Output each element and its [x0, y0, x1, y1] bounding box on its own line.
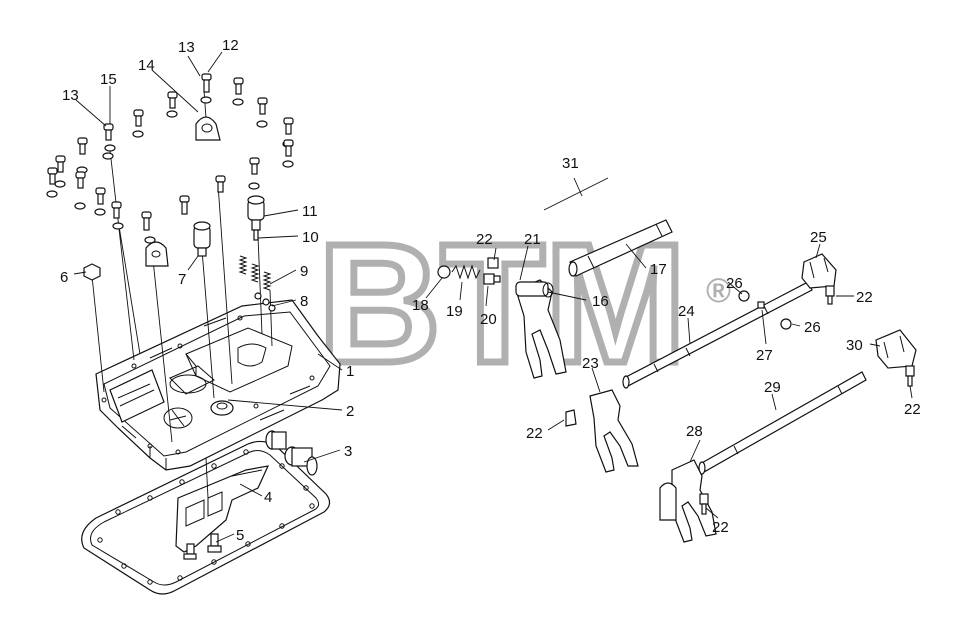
callout-16: 16 — [592, 293, 609, 310]
part-small-bolt — [183, 533, 222, 560]
part-shift-fork-lower — [659, 459, 717, 543]
part-plug — [265, 430, 318, 476]
part-springs — [238, 255, 276, 312]
part-shift-cover — [95, 299, 341, 471]
callout-20: 20 — [480, 311, 497, 328]
part-lifting-eye — [195, 116, 221, 141]
part-shift-rail-lower — [698, 371, 867, 475]
callout-leaders — [73, 51, 913, 543]
callout-22-block-lower: 22 — [904, 401, 921, 418]
part-shift-block-lower — [875, 329, 917, 387]
callout-14: 14 — [138, 57, 155, 74]
callout-22-block-upper: 22 — [856, 289, 873, 306]
callout-17: 17 — [650, 261, 667, 278]
part-sensor-switch — [247, 195, 265, 241]
callout-3: 3 — [344, 443, 352, 460]
part-shift-rail-middle — [622, 281, 813, 389]
callout-13-left: 13 — [62, 87, 79, 104]
callout-1: 1 — [346, 363, 354, 380]
callout-5: 5 — [236, 527, 244, 544]
callout-21: 21 — [524, 231, 541, 248]
callout-7: 7 — [178, 271, 186, 288]
callout-22-fork-middle: 22 — [526, 425, 543, 442]
callout-2: 2 — [346, 403, 354, 420]
callout-4: 4 — [264, 489, 272, 506]
watermark-registered-mark: ® — [706, 272, 731, 310]
part-shift-fork-upper — [487, 257, 567, 379]
part-bracket — [145, 241, 169, 267]
callout-23: 23 — [582, 355, 599, 372]
part-shift-block-upper — [801, 253, 837, 305]
callout-27: 27 — [756, 347, 773, 364]
part-baffle-plate — [175, 465, 270, 553]
part-nut — [83, 263, 101, 281]
part-switch — [193, 221, 211, 257]
callout-25: 25 — [810, 229, 827, 246]
callout-26-upper: 26 — [726, 275, 743, 292]
callout-labels: 1 2 3 4 5 6 7 8 9 10 11 12 13 13 14 15 1… — [60, 37, 921, 544]
callout-9: 9 — [300, 263, 308, 280]
part-shift-rail-upper — [568, 219, 673, 277]
callout-12: 12 — [222, 37, 239, 54]
callout-22-fork-upper: 22 — [476, 231, 493, 248]
callout-18: 18 — [412, 297, 429, 314]
callout-10: 10 — [302, 229, 319, 246]
callout-29: 29 — [764, 379, 781, 396]
callout-15: 15 — [100, 71, 117, 88]
callout-28: 28 — [686, 423, 703, 440]
callout-22-fork-lower: 22 — [712, 519, 729, 536]
callout-11: 11 — [302, 203, 318, 220]
part-shift-fork-middle — [565, 389, 639, 473]
part-bolts-set — [46, 73, 294, 244]
assembly-lines — [91, 89, 273, 499]
callout-6: 6 — [60, 269, 68, 286]
callout-19: 19 — [446, 303, 463, 320]
callout-26-lower: 26 — [804, 319, 821, 336]
callout-24: 24 — [678, 303, 695, 320]
part-interlock — [437, 264, 501, 285]
callout-8: 8 — [300, 293, 308, 310]
callout-31: 31 — [562, 155, 579, 172]
callout-30: 30 — [846, 337, 863, 354]
callout-13-top: 13 — [178, 39, 195, 56]
